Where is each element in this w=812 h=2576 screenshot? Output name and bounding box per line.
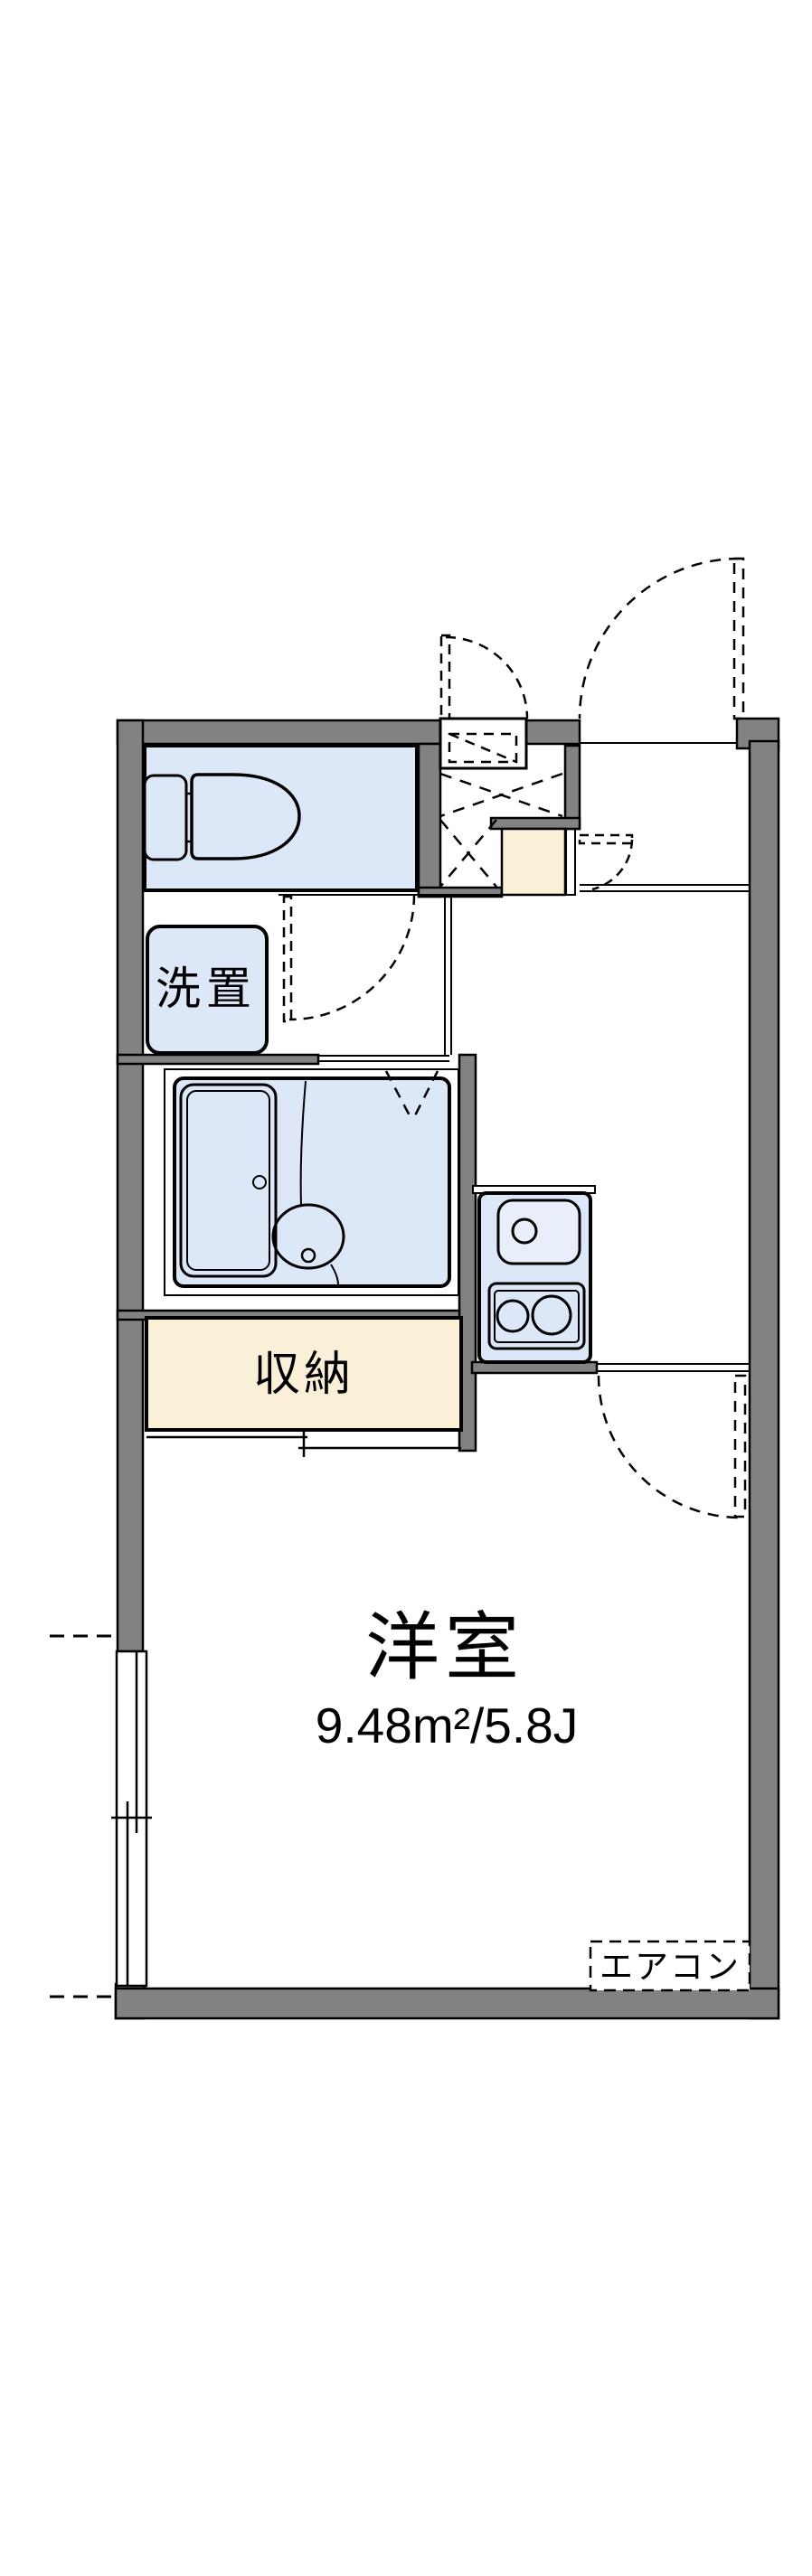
bath-divider-line	[299, 1080, 307, 1207]
faucet-icon	[511, 1217, 538, 1245]
western-room-door	[597, 1374, 747, 1519]
wall-washroom-bottom	[116, 1053, 320, 1066]
western-room-door-leaf	[733, 1374, 747, 1518]
western-room-door-swing-arc	[597, 1375, 741, 1519]
storage-closet: 収納	[145, 1316, 463, 1432]
wall-bottom	[114, 1987, 780, 2020]
bathtub-inner	[186, 1090, 270, 1271]
alcove-x2-b	[439, 819, 497, 888]
stove-inner	[494, 1290, 580, 1343]
toilet-tank	[143, 774, 188, 861]
storage-label: 収納	[253, 1349, 354, 1401]
stove-outer	[487, 1282, 586, 1350]
washbasin	[271, 1203, 345, 1286]
wall-toilet-right	[417, 742, 442, 898]
property-boundary-dashes	[50, 1634, 117, 1998]
bathtub	[179, 1083, 278, 1278]
aircon-label: エアコン	[600, 1949, 741, 1986]
room-name-label: 洋室	[365, 1607, 524, 1689]
washer-area: 洗置	[146, 925, 269, 1055]
meter-box-dashed-outline	[448, 732, 518, 764]
toilet-door-leaf	[282, 895, 293, 1023]
burner-left	[496, 1299, 530, 1333]
bathtub-drain	[252, 1175, 267, 1189]
toilet-bowl	[190, 773, 301, 860]
toilet-door-swing-arc	[288, 894, 416, 1021]
washbasin-bowl	[271, 1203, 345, 1270]
kitchen-sink	[496, 1199, 581, 1265]
storage-floor	[145, 1316, 463, 1432]
wall-alcove-right	[563, 744, 581, 831]
meter-box	[439, 634, 529, 770]
wall-top-mid	[524, 719, 581, 746]
aircon-dashed-box	[589, 1940, 751, 1992]
bathroom-floor	[173, 1076, 451, 1288]
walls	[114, 717, 780, 2020]
bathroom	[164, 1068, 459, 1296]
bath-door-dash-right	[411, 1070, 439, 1122]
entry-door-leaf	[732, 557, 745, 720]
aircon: エアコン	[589, 1940, 751, 1992]
washbasin-drain	[300, 1247, 316, 1264]
window	[111, 1650, 152, 1988]
meter-box-door-swing-arc	[445, 635, 529, 719]
wall-left	[116, 719, 145, 1653]
room-area-label: 9.48m²/5.8J	[316, 1697, 578, 1753]
entry-door-swing-arc	[578, 557, 741, 719]
wall-top-left	[116, 719, 442, 746]
genkan	[500, 827, 634, 897]
genkan-door-swing-arc	[591, 839, 634, 891]
bathtub-outer	[179, 1083, 278, 1278]
washer-label: 洗置	[156, 964, 257, 1014]
meter-box-door-leaf	[439, 634, 451, 720]
meter-box-diagonal	[448, 732, 517, 764]
kitchen-unit	[472, 1185, 596, 1364]
sink-basin	[496, 1199, 581, 1265]
toilet-room	[143, 744, 419, 1023]
alcove-x1-b	[439, 772, 563, 818]
washbasin-tail-line	[330, 1264, 339, 1286]
stove	[487, 1282, 586, 1350]
wall-alcove-step	[489, 816, 581, 831]
meter-box-recess	[439, 717, 528, 770]
pipe-space-alcove	[439, 772, 563, 888]
burner-right	[531, 1294, 572, 1336]
bath-door-dash-left	[384, 1070, 414, 1122]
toilet-icon	[143, 773, 301, 861]
genkan-floor	[500, 827, 567, 897]
closet-sliding-door	[146, 1430, 461, 1457]
wall-right	[748, 739, 780, 2020]
entry-door	[578, 557, 745, 720]
western-room: 洋室 9.48m²/5.8J	[316, 1607, 578, 1754]
washer-box	[146, 925, 269, 1055]
genkan-door-leaf	[578, 833, 634, 845]
